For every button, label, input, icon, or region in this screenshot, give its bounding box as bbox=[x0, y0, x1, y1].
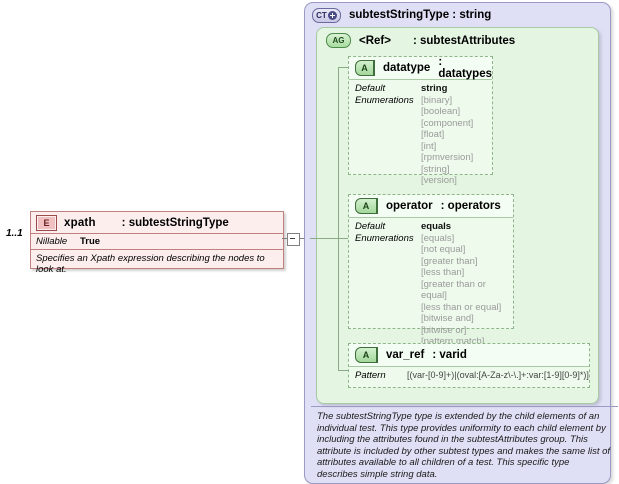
attribute-value-column: equals [equals] [not equal] [greater tha… bbox=[421, 221, 513, 348]
attribute-value-column: [(var-[0-9]+)|(oval:[A-Za-z\-\.]+:var:[1… bbox=[407, 370, 589, 382]
collapse-toggle-icon[interactable] bbox=[287, 233, 300, 246]
attribute-badge-icon: A bbox=[355, 198, 377, 214]
enum-value: [bitwise and] bbox=[421, 313, 474, 324]
label-enumerations: Enumerations bbox=[355, 94, 414, 106]
type-documentation: The subtestStringType type is extended b… bbox=[311, 406, 618, 483]
element-card-xpath[interactable]: E xpath : subtestStringType Nillable Tru… bbox=[30, 211, 284, 275]
attribute-header-varref: A var_ref : varid bbox=[349, 344, 589, 367]
attribute-label-column: Default Enumerations bbox=[355, 83, 421, 187]
element-property-value: True bbox=[80, 236, 101, 247]
attribute-box-datatype[interactable]: A datatype : datatypes Default Enumerati… bbox=[348, 56, 493, 186]
enum-value: [less than] bbox=[421, 267, 465, 278]
enum-value: [version] bbox=[421, 175, 457, 186]
attribute-type: : varid bbox=[432, 349, 467, 361]
enum-value: [greater than or equal] bbox=[421, 278, 486, 302]
enum-value: [float] bbox=[421, 129, 445, 140]
tree-connector-stub bbox=[310, 238, 338, 239]
attribute-box-operator[interactable]: A operator : operators Default Enumerati… bbox=[348, 194, 514, 347]
attribute-type: : operators bbox=[440, 200, 501, 212]
attribute-header-operator: A operator : operators bbox=[349, 195, 513, 218]
attribute-body-operator: Default Enumerations equals [equals] [no… bbox=[349, 218, 513, 351]
attribute-type: : datatypes bbox=[438, 56, 492, 80]
plus-icon[interactable] bbox=[327, 10, 337, 20]
tree-branch-operator bbox=[338, 238, 348, 239]
label-pattern: Pattern bbox=[355, 370, 386, 381]
complextype-badge-icon: CT bbox=[312, 7, 341, 23]
attribute-body-datatype: Default Enumerations string [binary] [bo… bbox=[349, 80, 492, 190]
element-name: xpath bbox=[64, 216, 96, 229]
attribute-body-varref: Pattern [(var-[0-9]+)|(oval:[A-Za-z\-\.]… bbox=[349, 367, 589, 385]
complextype-title: subtestStringType : string bbox=[349, 9, 492, 21]
attribute-label-column: Pattern bbox=[355, 370, 407, 382]
default-value: equals bbox=[421, 221, 452, 232]
tree-branch-datatype bbox=[338, 67, 348, 68]
attribute-name: operator bbox=[386, 200, 433, 212]
attribute-value-column: string [binary] [boolean] [component] [f… bbox=[421, 83, 492, 187]
pattern-value: [(var-[0-9]+)|(oval:[A-Za-z\-\.]+:var:[1… bbox=[407, 370, 589, 380]
enum-value: [rpmversion] bbox=[421, 152, 474, 163]
tree-branch-varref bbox=[338, 370, 348, 371]
attribute-group-ref: <Ref> bbox=[359, 34, 391, 47]
attribute-badge-icon: A bbox=[355, 60, 375, 76]
element-type: : subtestStringType bbox=[121, 216, 229, 229]
attribute-name: datatype bbox=[383, 62, 431, 74]
element-documentation: Specifies an Xpath expression describing… bbox=[36, 253, 265, 275]
attribute-group-type: : subtestAttributes bbox=[412, 34, 516, 47]
attribute-group-header: AG <Ref> : subtestAttributes bbox=[326, 31, 591, 50]
enum-value: [int] bbox=[421, 140, 437, 152]
element-badge-icon: E bbox=[36, 214, 57, 231]
enum-value: [equals] bbox=[421, 232, 455, 244]
tree-connector-vertical bbox=[338, 67, 339, 370]
attribute-label-column: Default Enumerations bbox=[355, 221, 421, 348]
enum-value: [bitwise or] bbox=[421, 324, 467, 336]
enum-value: [greater than] bbox=[421, 255, 478, 267]
label-default: Default bbox=[355, 83, 386, 94]
occurrence-indicator: 1..1 bbox=[6, 228, 23, 239]
attributegroup-badge-icon: AG bbox=[326, 33, 351, 48]
enum-value: [pattern match] bbox=[421, 336, 485, 347]
enum-value: [not equal] bbox=[421, 244, 466, 255]
enum-value: [binary] bbox=[421, 94, 453, 106]
label-default: Default bbox=[355, 221, 386, 232]
complextype-badge-label: CT bbox=[316, 10, 327, 20]
attribute-name: var_ref bbox=[386, 349, 425, 361]
attribute-badge-icon: A bbox=[355, 347, 377, 363]
enum-value: [boolean] bbox=[421, 106, 461, 117]
enum-value: [string] bbox=[421, 163, 450, 175]
label-enumerations: Enumerations bbox=[355, 232, 414, 244]
default-value: string bbox=[421, 83, 448, 94]
enum-value: [component] bbox=[421, 117, 474, 129]
enum-value: [less than or equal] bbox=[421, 301, 502, 313]
element-property-label: Nillable bbox=[36, 236, 68, 247]
attribute-box-varref[interactable]: A var_ref : varid Pattern [(var-[0-9]+)|… bbox=[348, 343, 590, 388]
element-card-header: E xpath : subtestStringType bbox=[31, 212, 283, 234]
attribute-header-datatype: A datatype : datatypes bbox=[349, 56, 492, 80]
element-property-row: Nillable True bbox=[31, 234, 283, 250]
complextype-header: CT subtestStringType : string bbox=[312, 5, 601, 25]
